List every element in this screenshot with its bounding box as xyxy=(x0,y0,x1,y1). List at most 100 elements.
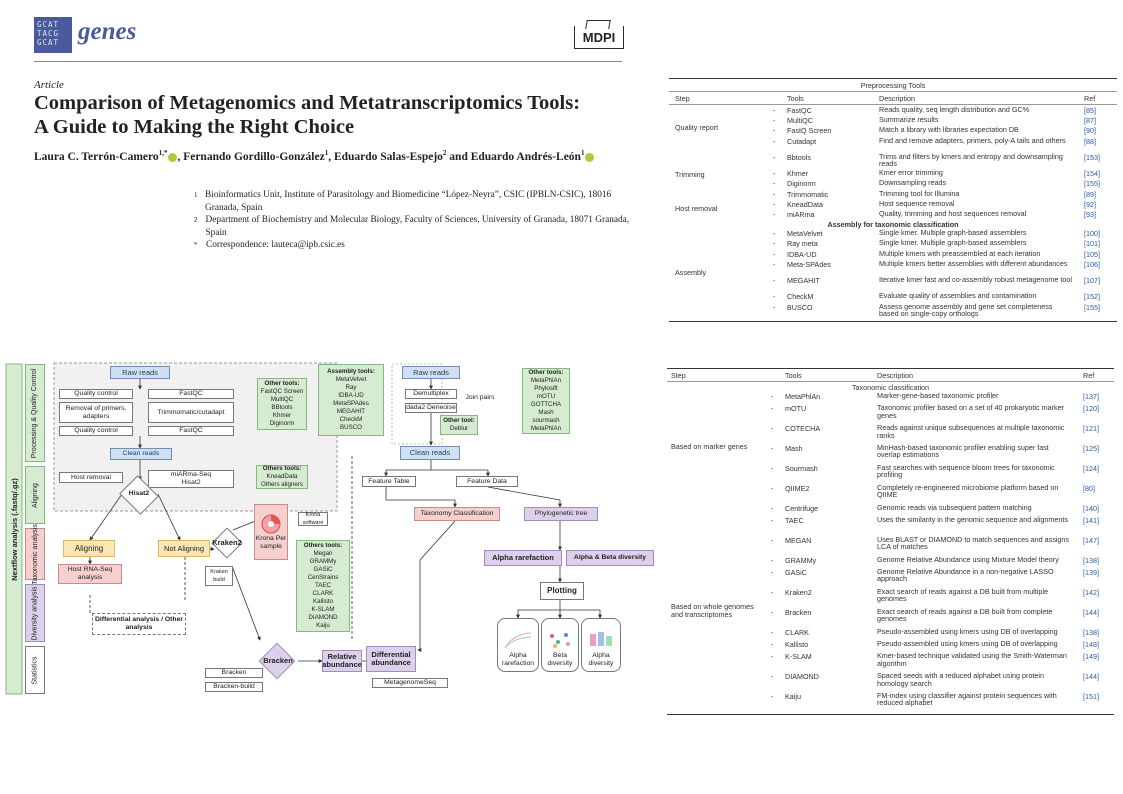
dada2-node: dada2 Deneoise xyxy=(405,403,457,413)
other-tool-name: Deblur xyxy=(449,425,469,432)
table-desc: Reads against unique subsequences at mul… xyxy=(877,423,1065,440)
logo-line: TACG xyxy=(37,29,60,38)
removal-node: Removal of primers, adapters xyxy=(59,402,133,423)
table-header: Description xyxy=(877,371,913,380)
table-bullet: - xyxy=(773,210,776,220)
table-ref: [90] xyxy=(1084,126,1096,136)
table-desc: Assess genome assembly and gene set comp… xyxy=(879,301,1053,319)
stage-diversity-text: Diversity analysis xyxy=(31,585,39,641)
table-header: Ref xyxy=(1084,94,1096,103)
author-name: Eduardo Salas-Espejo xyxy=(333,150,443,163)
table-header-rule xyxy=(669,104,1117,105)
raw-reads-node-2: Raw reads xyxy=(402,366,460,379)
table-header: Description xyxy=(879,94,915,103)
publisher-logo: MDPI xyxy=(574,26,624,49)
affiliation-text: Bioinformatics Unit, Institute of Parasi… xyxy=(205,190,612,213)
table-bullet: - xyxy=(773,239,776,249)
table-tool: MEGAN xyxy=(785,535,812,545)
table-ref: [149] xyxy=(1083,652,1099,662)
table-tool: DIAMOND xyxy=(785,672,819,682)
clean-reads-node-2: Clean reads xyxy=(400,446,460,460)
table-tool: K-SLAM xyxy=(785,652,812,662)
feature-table-node: Feature Table xyxy=(362,476,416,487)
other-tools-title: Other tools: xyxy=(264,380,300,387)
table-desc: Quality, trimming and host sequences rem… xyxy=(879,209,1027,219)
journal-name: genes xyxy=(78,18,137,45)
plot-label: Beta diversity xyxy=(547,652,573,667)
table-ref: [144] xyxy=(1083,672,1099,682)
table-desc: Taxonomic profiler based on a set of 40 … xyxy=(877,403,1064,420)
table-ref: [142] xyxy=(1083,587,1099,597)
miarma-node: miARma-Seq Hisat2 xyxy=(148,470,234,488)
table-tool: Cutadapt xyxy=(787,136,817,146)
table-desc: Host sequence removal xyxy=(879,198,955,208)
table-tool: Meta-SPAdes xyxy=(787,259,831,269)
author-sup: 1,* xyxy=(158,149,168,157)
table-bullet: - xyxy=(771,607,774,617)
table-bullet: - xyxy=(773,136,776,146)
plot-label: Alpha diversity xyxy=(588,652,614,667)
table-desc: Summarize results xyxy=(879,115,939,125)
table-bottom-rule xyxy=(667,713,1114,715)
table-tool: GRAMMy xyxy=(785,555,817,565)
other-tools-title: Others tools: xyxy=(303,542,343,549)
fastqc-node-2: FastQC xyxy=(148,426,234,436)
table-bullet: - xyxy=(773,229,776,239)
table-bullet: - xyxy=(773,189,776,199)
author-list: Laura C. Terrón-Camero1,*, Fernando Gord… xyxy=(34,149,595,163)
affiliation-text: Correspondence: lauteca@ipb.csic.es xyxy=(206,240,345,250)
table-bullet: - xyxy=(771,392,774,401)
host-removal-node: Host removal xyxy=(59,472,123,483)
table-top-rule xyxy=(669,78,1117,79)
other-tools-list: MetaPhlAn Phylosift mOTU GOTTCHA Mash so… xyxy=(530,377,562,432)
table-desc: Evaluate quality of assemblies and conta… xyxy=(879,291,1037,301)
table-tool: MetaVelvet xyxy=(787,229,823,239)
table-ref: [85] xyxy=(1084,106,1096,115)
krona-pie-icon xyxy=(261,514,281,534)
orcid-icon[interactable] xyxy=(168,152,178,162)
table-ref: [154] xyxy=(1084,169,1100,179)
table-desc: Genomic reads via subsequent pattern mat… xyxy=(877,502,1032,512)
host-rnaseq-node: Host RNA-Seq analysis xyxy=(58,564,122,584)
table-ref: [138] xyxy=(1083,627,1099,637)
author-sup: 1 xyxy=(580,149,585,157)
raw-reads-node: Raw reads xyxy=(110,366,170,379)
table-tool: Mash xyxy=(785,444,803,454)
table-subtitle: Taxonomic classification xyxy=(851,383,930,392)
table-ref: [144] xyxy=(1083,607,1099,617)
orcid-icon[interactable] xyxy=(585,152,595,162)
table-bullet: - xyxy=(771,463,774,473)
krona-node: Krona Per sample xyxy=(254,504,288,560)
plot-label: Alpha rarefaction xyxy=(501,652,535,667)
stage-statistics: Statistics xyxy=(25,646,45,694)
taxonomy-node: Taxonomy Classification xyxy=(414,507,500,521)
table-bullet: - xyxy=(773,179,776,189)
table-desc: Uses the similarity in the genomic seque… xyxy=(877,515,1068,524)
table-step: Based on whole genomes and transcriptome… xyxy=(671,601,754,619)
table-ref: [80] xyxy=(1083,483,1095,493)
other-tools-list: FastQC Screen MultiQC BBtools Khmer Digi… xyxy=(260,388,304,427)
table-desc: Downsampling reads xyxy=(879,178,947,188)
table-tool: Sourmash xyxy=(785,463,818,473)
table-tool: Kraken2 xyxy=(785,587,812,597)
table-ref: [148] xyxy=(1083,640,1099,649)
table-bullet: - xyxy=(771,692,774,702)
table-step: Based on marker genes xyxy=(671,441,748,451)
table-bullet: - xyxy=(773,276,776,286)
table-bullet: - xyxy=(773,249,776,259)
table-bottom-rule xyxy=(669,321,1117,322)
table-header: Tools xyxy=(787,94,804,103)
differential-analysis-node: Differential analysis / Other analysis xyxy=(92,613,186,635)
table-tool: CheckM xyxy=(787,292,814,302)
stage-processing: Processing & Quality Control xyxy=(25,364,45,462)
nextflow-label: Nextflow analysis (.fastq/.gz) xyxy=(6,364,22,694)
table-ref: [121] xyxy=(1083,424,1099,434)
table-bullet: - xyxy=(773,106,776,115)
table-bullet: - xyxy=(771,516,774,525)
table-ref: [107] xyxy=(1084,276,1100,286)
not-aligning-node: Not Aligning xyxy=(158,540,210,557)
table-ref: [152] xyxy=(1084,292,1100,302)
table-desc: Exact search of reads against a DB built… xyxy=(877,606,1053,624)
